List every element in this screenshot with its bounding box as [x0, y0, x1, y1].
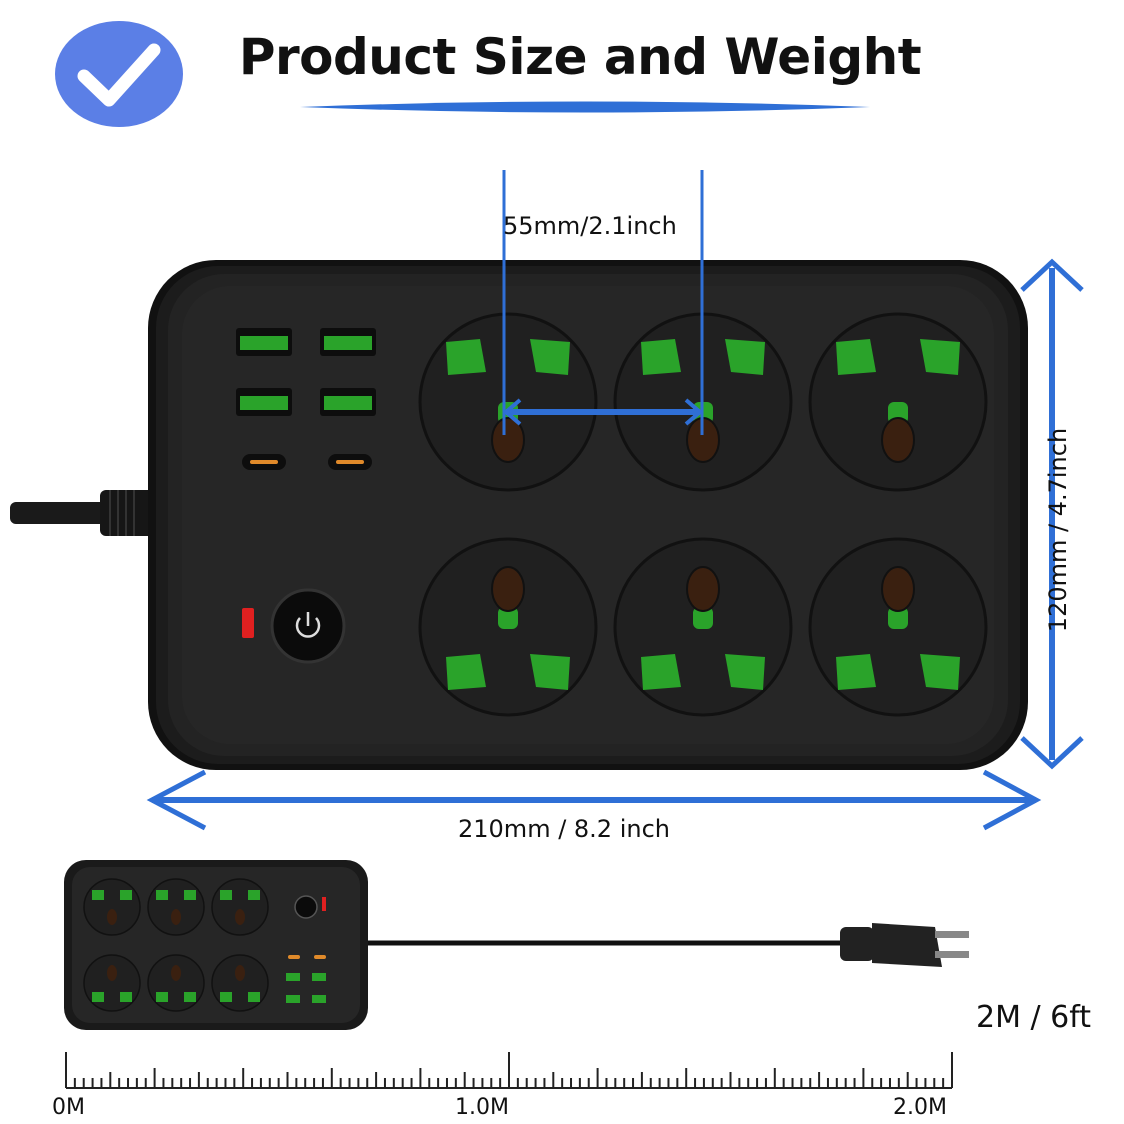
- cable-length-illustration: [64, 860, 969, 1030]
- universal-socket: [418, 537, 598, 717]
- mini-socket: [147, 954, 205, 1012]
- mini-socket: [211, 954, 269, 1012]
- width-label: 210mm / 8.2 inch: [458, 815, 670, 843]
- length-ruler: [65, 1052, 953, 1089]
- page-title: Product Size and Weight: [238, 28, 922, 86]
- mini-socket: [211, 878, 269, 936]
- mini-socket: [83, 954, 141, 1012]
- universal-socket: [613, 537, 793, 717]
- cable-length-label: 2M / 6ft: [976, 1000, 1092, 1035]
- checkmark-icon: [55, 21, 183, 127]
- ruler-label-start: 0M: [52, 1095, 85, 1120]
- power-icon: [295, 612, 321, 638]
- mini-socket: [83, 878, 141, 936]
- universal-socket: [808, 537, 988, 717]
- height-label: 120mm / 4.7inch: [1044, 427, 1072, 633]
- power-strip-illustration: [10, 170, 1084, 831]
- universal-socket: [808, 312, 988, 492]
- ruler-label-mid: 1.0M: [455, 1095, 509, 1120]
- outlet-spacing-label: 55mm/2.1inch: [503, 212, 677, 240]
- ruler-label-end: 2.0M: [893, 1095, 947, 1120]
- title-underline: [300, 101, 870, 113]
- usb-a-ports: [236, 328, 376, 416]
- universal-socket: [418, 312, 598, 492]
- mini-socket: [147, 878, 205, 936]
